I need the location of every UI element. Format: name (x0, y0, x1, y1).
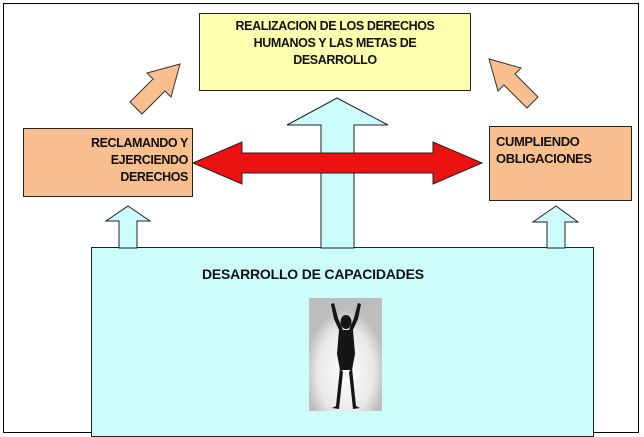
goal-line-3: DESARROLLO (293, 53, 377, 67)
right-diagonal-arrow (488, 58, 539, 109)
red-double-arrow (191, 141, 484, 185)
right-line-2: OBLIGACIONES (496, 151, 592, 166)
person-arms-raised-image (309, 298, 382, 411)
left-line-2: EJERCIENDO (110, 153, 189, 167)
claiming-rights-box: RECLAMANDO Y EJERCIENDO DERECHOS (23, 128, 193, 197)
left-up-arrow (104, 205, 152, 249)
goal-line-2: HUMANOS Y LAS METAS DE (253, 36, 417, 50)
human-rights-goal-box: REALIZACION DE LOS DERECHOS HUMANOS Y LA… (199, 13, 471, 91)
left-diagonal-arrow (129, 63, 181, 115)
right-line-1: CUMPLIENDO (496, 134, 580, 149)
left-line-3: DERECHOS (120, 170, 188, 184)
goal-line-1: REALIZACION DE LOS DERECHOS (235, 19, 435, 33)
capacity-development-title: DESARROLLO DE CAPACIDADES (202, 266, 424, 282)
left-line-1: RECLAMANDO Y (90, 136, 188, 150)
right-up-arrow (531, 205, 580, 249)
fulfilling-obligations-box: CUMPLIENDO OBLIGACIONES (489, 126, 632, 201)
